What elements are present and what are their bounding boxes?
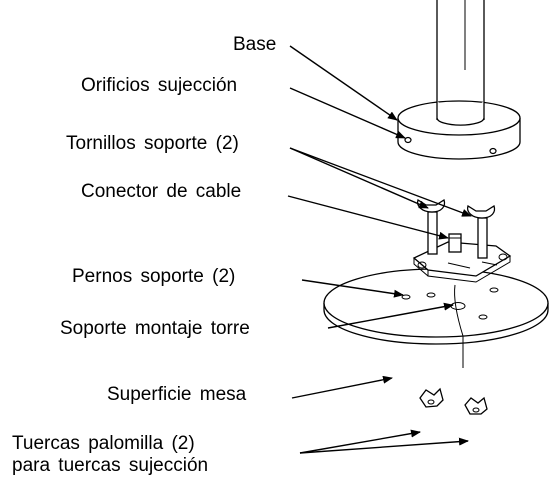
leader-holes xyxy=(289,87,406,139)
leader-base xyxy=(289,45,398,121)
label-bolts: Pernos soporte (2) xyxy=(72,266,236,287)
label-cable-connector: Conector de cable xyxy=(81,181,242,202)
wing-nut-right xyxy=(464,396,488,415)
label-table: Superficie mesa xyxy=(107,384,247,405)
label-mount: Soporte montaje torre xyxy=(60,318,250,339)
label-screws: Tornillos soporte (2) xyxy=(66,133,239,154)
leader-screws-2 xyxy=(289,147,472,217)
label-nuts-line2: para tuercas sujección xyxy=(12,455,209,476)
label-nuts-line1: Tuercas palomilla (2) xyxy=(12,433,195,454)
leader-screws-1 xyxy=(289,147,429,209)
mounting-hole-right xyxy=(489,147,497,155)
tower-pole xyxy=(436,0,485,100)
cable-connector xyxy=(448,233,462,253)
cable xyxy=(454,284,464,368)
leader-table xyxy=(291,375,393,399)
plate-hole-4 xyxy=(489,287,499,293)
tower-mount-plate xyxy=(323,268,549,345)
label-base: Base xyxy=(233,34,277,55)
base-cylinder xyxy=(397,100,521,160)
leader-nuts-2 xyxy=(299,437,469,454)
leader-mount xyxy=(327,302,454,329)
mounting-hole-left xyxy=(404,136,412,144)
wing-nut-left xyxy=(419,387,444,408)
label-holes: Orificios sujección xyxy=(81,75,238,96)
leader-bolts xyxy=(301,279,404,298)
plate-hole-3 xyxy=(478,314,488,320)
plate-hole-2 xyxy=(426,292,436,298)
leader-nuts-1 xyxy=(299,429,421,454)
leader-connector xyxy=(287,195,449,240)
